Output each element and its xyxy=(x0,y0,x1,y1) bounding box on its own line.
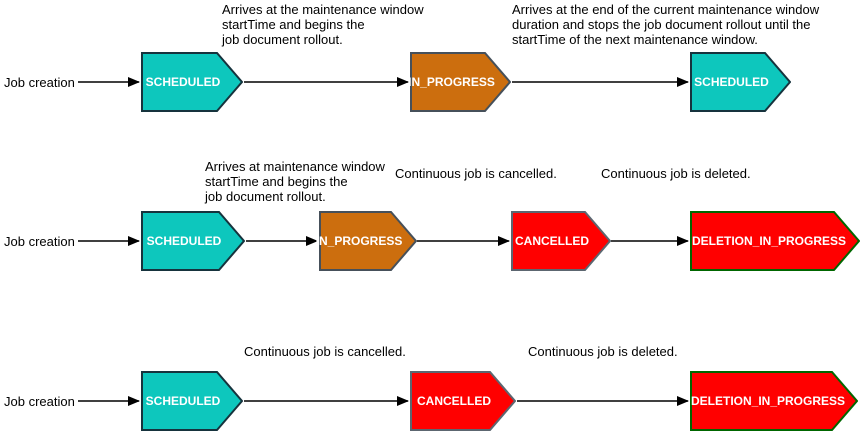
state-shape xyxy=(690,211,860,271)
job-creation-label-row3: Job creation xyxy=(4,394,75,409)
state-shape xyxy=(141,211,245,271)
state-inprogress-r1: IN_PROGRESS xyxy=(408,52,511,112)
state-scheduled-r3: SCHEDULED xyxy=(141,371,243,431)
annotation-row3-cancelled: Continuous job is cancelled. xyxy=(244,344,406,359)
state-label: SCHEDULED xyxy=(146,234,222,248)
annotation-row2-deleted: Continuous job is deleted. xyxy=(601,166,751,181)
state-shape xyxy=(690,371,858,431)
state-shape xyxy=(410,371,516,431)
state-shape xyxy=(410,52,511,112)
state-label: IN_PROGRESS xyxy=(408,75,495,89)
annotation-row2-cancelled: Continuous job is cancelled. xyxy=(395,166,557,181)
state-label: DELETION_IN_PROGRESS xyxy=(690,394,846,408)
annotation-row2-maintenance-start: Arrives at maintenance window startTime … xyxy=(205,159,385,204)
state-scheduled-r1a: SCHEDULED xyxy=(141,52,243,112)
annotation-row1-maintenance-start: Arrives at the maintenance window startT… xyxy=(222,2,424,47)
state-deletion-r2: DELETION_IN_PROGRESS xyxy=(690,211,860,271)
state-label: IN_PROGRESS xyxy=(315,234,403,248)
state-shape xyxy=(319,211,417,271)
state-label: SCHEDULED xyxy=(145,394,221,408)
state-label: CANCELLED xyxy=(515,234,589,248)
state-shape xyxy=(141,371,243,431)
job-creation-label-row2: Job creation xyxy=(4,234,75,249)
state-scheduled-r1b: SCHEDULED xyxy=(690,52,791,112)
state-shape xyxy=(141,52,243,112)
state-inprogress-r2: IN_PROGRESS xyxy=(315,211,417,271)
state-label: DELETION_IN_PROGRESS xyxy=(691,234,847,248)
state-label: CANCELLED xyxy=(417,394,491,408)
state-cancelled-r3: CANCELLED xyxy=(410,371,516,431)
state-shape xyxy=(690,52,791,112)
state-deletion-r3: DELETION_IN_PROGRESS xyxy=(690,371,858,431)
state-scheduled-r2: SCHEDULED xyxy=(141,211,245,271)
annotation-row3-deleted: Continuous job is deleted. xyxy=(528,344,678,359)
job-creation-label-row1: Job creation xyxy=(4,75,75,90)
state-cancelled-r2: CANCELLED xyxy=(511,211,611,271)
state-label: SCHEDULED xyxy=(145,75,221,89)
state-label: SCHEDULED xyxy=(694,75,769,89)
annotation-row1-maintenance-end: Arrives at the end of the current mainte… xyxy=(512,2,820,47)
state-shape xyxy=(511,211,611,271)
